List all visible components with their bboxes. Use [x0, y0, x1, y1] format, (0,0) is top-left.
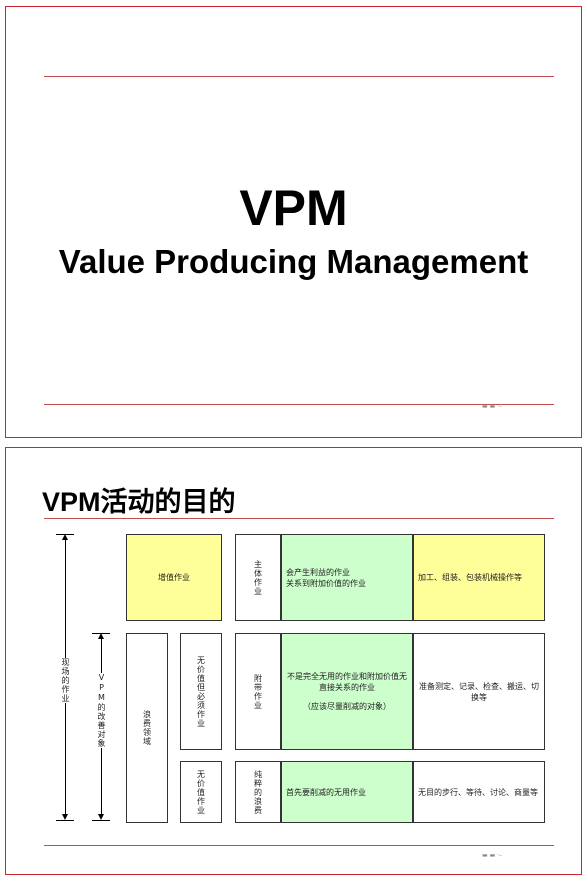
pure-waste-category-label: 无价值作业 — [196, 769, 206, 815]
incidental-description: 不是完全无用的作业和附加价值无直接关系的作业 （应该尽量削减的对象） — [281, 633, 413, 750]
value-added-category: 增值作业 — [126, 534, 222, 621]
pure-waste-category: 无价值作业 — [180, 761, 222, 823]
pure-waste-type-label: 纯粹的浪费 — [253, 769, 263, 815]
outer-label: 现场的作业 — [60, 658, 71, 703]
incidental-category-label: 无价值但必须作业 — [196, 655, 206, 728]
value-added-description-text: 会产生利益的作业 关系到附加价值的作业 — [286, 567, 366, 588]
pure-waste-examples: 无目的步行、等待、讨论、商量等 — [413, 761, 545, 823]
outer-arrow-down-icon — [62, 814, 68, 820]
title-rule — [44, 518, 554, 519]
incidental-examples-text: 准备测定、记录、检查、搬运、切换等 — [419, 681, 539, 702]
slide-title: VPM Value Producing Management ▬ ▬ ·– — [5, 6, 582, 438]
footer-mark: ▬ ▬ ·– — [482, 403, 503, 410]
waste-region-label: 浪费领域 — [142, 710, 152, 746]
slide2-footer-mark: ▬ ▬ ·– — [482, 852, 503, 859]
value-added-type-label: 主体作业 — [253, 559, 263, 596]
value-added-examples: 加工、组装、包装机械操作等 — [413, 534, 545, 621]
vpm-arrow-down-icon — [98, 814, 104, 820]
pure-waste-type: 纯粹的浪费 — [235, 761, 281, 823]
incidental-type: 附带作业 — [235, 633, 281, 750]
slide-vpm-purpose: VPM活动的目的 现场的作业 VPM的改善对象 增值作业 主体作业 会产生利益的… — [5, 447, 582, 875]
waste-region: 浪费领域 — [126, 633, 168, 823]
outer-bottom-tick — [56, 820, 74, 821]
slide-title-vpm: VPM — [239, 180, 348, 236]
slide2-title: VPM活动的目的 — [42, 487, 236, 517]
value-added-type: 主体作业 — [235, 534, 281, 621]
pure-waste-description-text: 首先要削减的无用作业 — [286, 787, 366, 797]
slide2-bottom-rule — [44, 845, 554, 846]
value-added-examples-text: 加工、组装、包装机械操作等 — [418, 573, 522, 582]
incidental-examples: 准备测定、记录、检查、搬运、切换等 — [413, 633, 545, 750]
pure-waste-description: 首先要削减的无用作业 — [281, 761, 413, 823]
pure-waste-examples-text: 无目的步行、等待、讨论、商量等 — [418, 787, 538, 797]
incidental-category: 无价值但必须作业 — [180, 633, 222, 750]
incidental-type-label: 附带作业 — [253, 673, 263, 710]
bottom-rule — [44, 404, 554, 405]
value-added-description: 会产生利益的作业 关系到附加价值的作业 — [281, 534, 413, 621]
vpm-bottom-tick — [92, 820, 110, 821]
vpm-arrow-up-icon — [98, 633, 104, 639]
top-rule — [44, 76, 554, 77]
slide-subtitle: Value Producing Management — [58, 243, 529, 280]
outer-arrow-up-icon — [62, 534, 68, 540]
value-added-category-label: 增值作业 — [158, 573, 190, 582]
incidental-description-text: 不是完全无用的作业和附加价值无直接关系的作业 — [287, 672, 407, 692]
incidental-note-text: （应该尽量削减的对象） — [303, 702, 391, 711]
vpm-label: VPM的改善对象 — [96, 673, 107, 748]
